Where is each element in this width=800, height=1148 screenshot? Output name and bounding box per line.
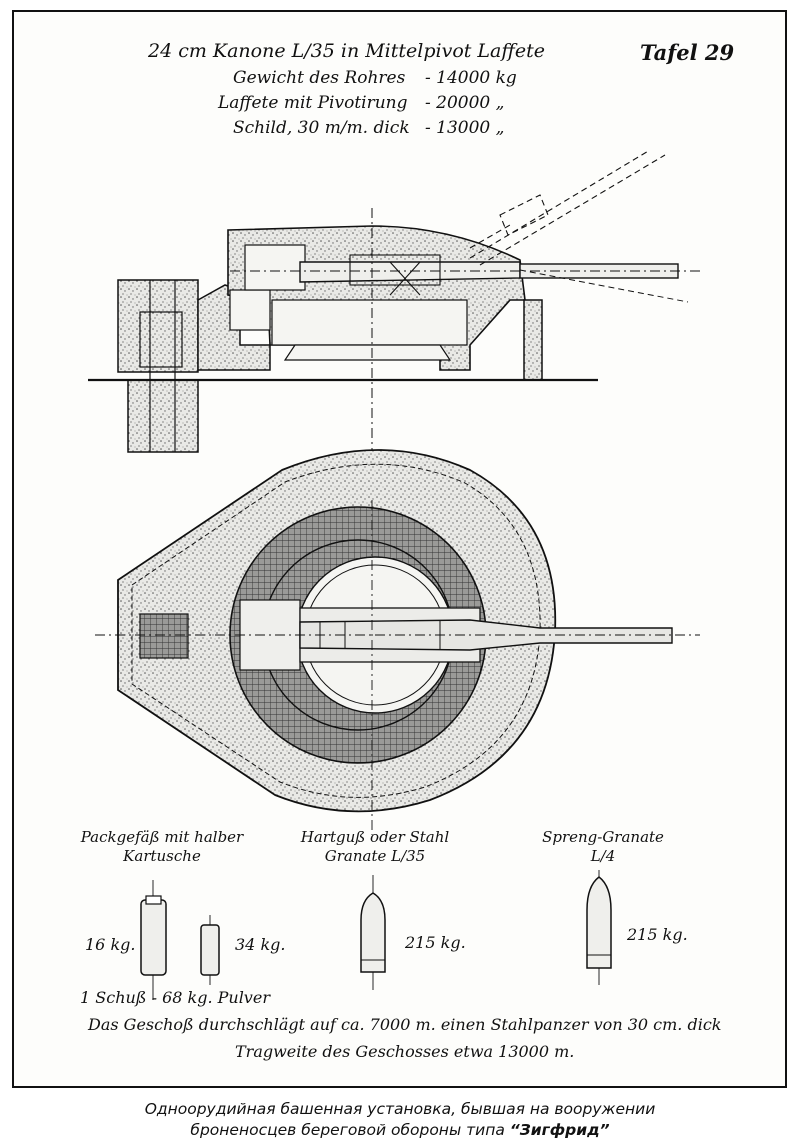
weight-label-carriage: Laffete mit Pivotirung: [218, 93, 408, 113]
explosive-shell-caption: Spreng-Granate L/4: [542, 828, 664, 865]
weight-label-shield: Schild, 30 m/m. dick: [233, 118, 410, 138]
plan-view: [95, 449, 700, 835]
drawing-title: 24 cm Kanone L/35 in Mittelpivot Laffete: [148, 40, 545, 62]
gun-barrel-side: [299, 261, 521, 283]
ship-class-name: “Зигфрид”: [509, 1121, 610, 1139]
penetration-note: Das Geschoß durchschlägt auf ca. 7000 m.…: [88, 1015, 722, 1034]
weight-value-shield: - 13000 „: [425, 118, 505, 138]
weight-label-barrel: Gewicht des Rohres: [233, 68, 406, 88]
armor-shell-caption: Hartguß oder Stahl Granate L/35: [300, 828, 450, 865]
caption-line-2-prefix: броненосцев береговой обороны типа: [190, 1121, 510, 1139]
powder-charge: 1 Schuß - 68 kg. Pulver: [80, 988, 270, 1007]
weight-value-barrel: - 14000 kg: [425, 68, 517, 88]
armor-shell-weight: 215 kg.: [405, 933, 466, 952]
caption-line-2: броненосцев береговой обороны типа “Зигф…: [0, 1121, 800, 1139]
range-note: Tragweite des Geschosses etwa 13000 m.: [235, 1042, 575, 1061]
cartridge-weight-small: 34 kg.: [235, 935, 286, 954]
cartridge-case-small: [200, 924, 220, 976]
caption-line-1: Одноорудийная башенная установка, бывшая…: [144, 1100, 656, 1118]
lower-shaft: [127, 379, 199, 453]
side-elevation: [88, 149, 700, 500]
explosive-shell: [586, 876, 612, 969]
cartridge-caption: Packgefäß mit halber Kartusche: [80, 828, 244, 865]
left-wall: [117, 279, 199, 373]
weight-value-carriage: - 20000 „: [425, 93, 505, 113]
hoist-frame: [139, 311, 183, 368]
ammunition-drawings: [140, 870, 612, 1000]
right-wall: [523, 299, 543, 381]
gun-barrel-plan: [299, 619, 673, 651]
armor-piercing-shell: [360, 892, 386, 973]
cartridge-weight-large: 16 kg.: [85, 935, 136, 954]
explosive-shell-weight: 215 kg.: [627, 925, 688, 944]
ammo-locker: [139, 613, 189, 659]
plate-number: Tafel 29: [640, 40, 735, 65]
cartridge-case-large: [140, 899, 167, 976]
